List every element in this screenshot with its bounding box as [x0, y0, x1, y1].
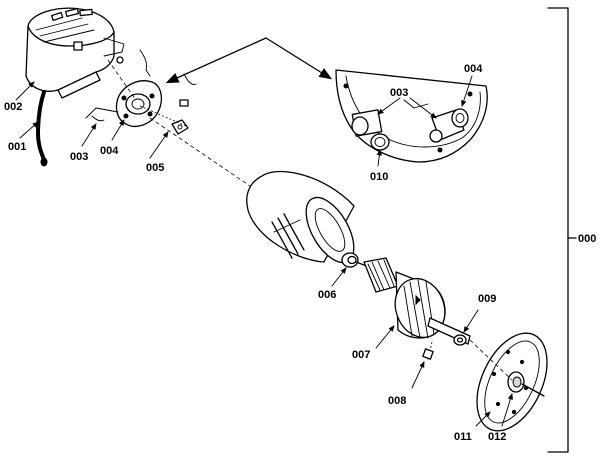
label-005: 005 [146, 162, 164, 174]
label-006: 006 [318, 289, 336, 301]
assembly-bracket [547, 7, 577, 453]
label-011: 011 [454, 431, 472, 443]
label-002: 002 [4, 101, 22, 113]
part-labels: 002 001 003 004 005 003 004 010 000 006 … [4, 63, 596, 443]
motor-field-housing [246, 170, 355, 264]
leader-lines [15, 75, 513, 427]
front-bearing [341, 252, 359, 268]
armature-key [422, 341, 434, 361]
reference-arrows [165, 37, 333, 84]
label-010: 010 [370, 171, 388, 183]
end-plate-fan [476, 332, 548, 432]
label-008: 008 [388, 395, 406, 407]
explosion-axis [107, 59, 513, 381]
label-003-right: 003 [390, 87, 408, 99]
label-004-left: 004 [100, 145, 119, 157]
label-000: 000 [578, 233, 596, 245]
label-004-right: 004 [464, 63, 483, 75]
end-bell-housing [25, 7, 125, 99]
gear-housing-detail [335, 69, 488, 163]
label-009: 009 [478, 293, 496, 305]
power-cord [35, 90, 48, 167]
label-003-left: 003 [70, 151, 88, 163]
rear-bearing [453, 334, 467, 346]
brush-holder-bracket [85, 49, 197, 135]
label-012: 012 [488, 431, 506, 443]
label-001: 001 [8, 141, 26, 153]
armature [355, 257, 471, 345]
label-007: 007 [352, 349, 370, 361]
